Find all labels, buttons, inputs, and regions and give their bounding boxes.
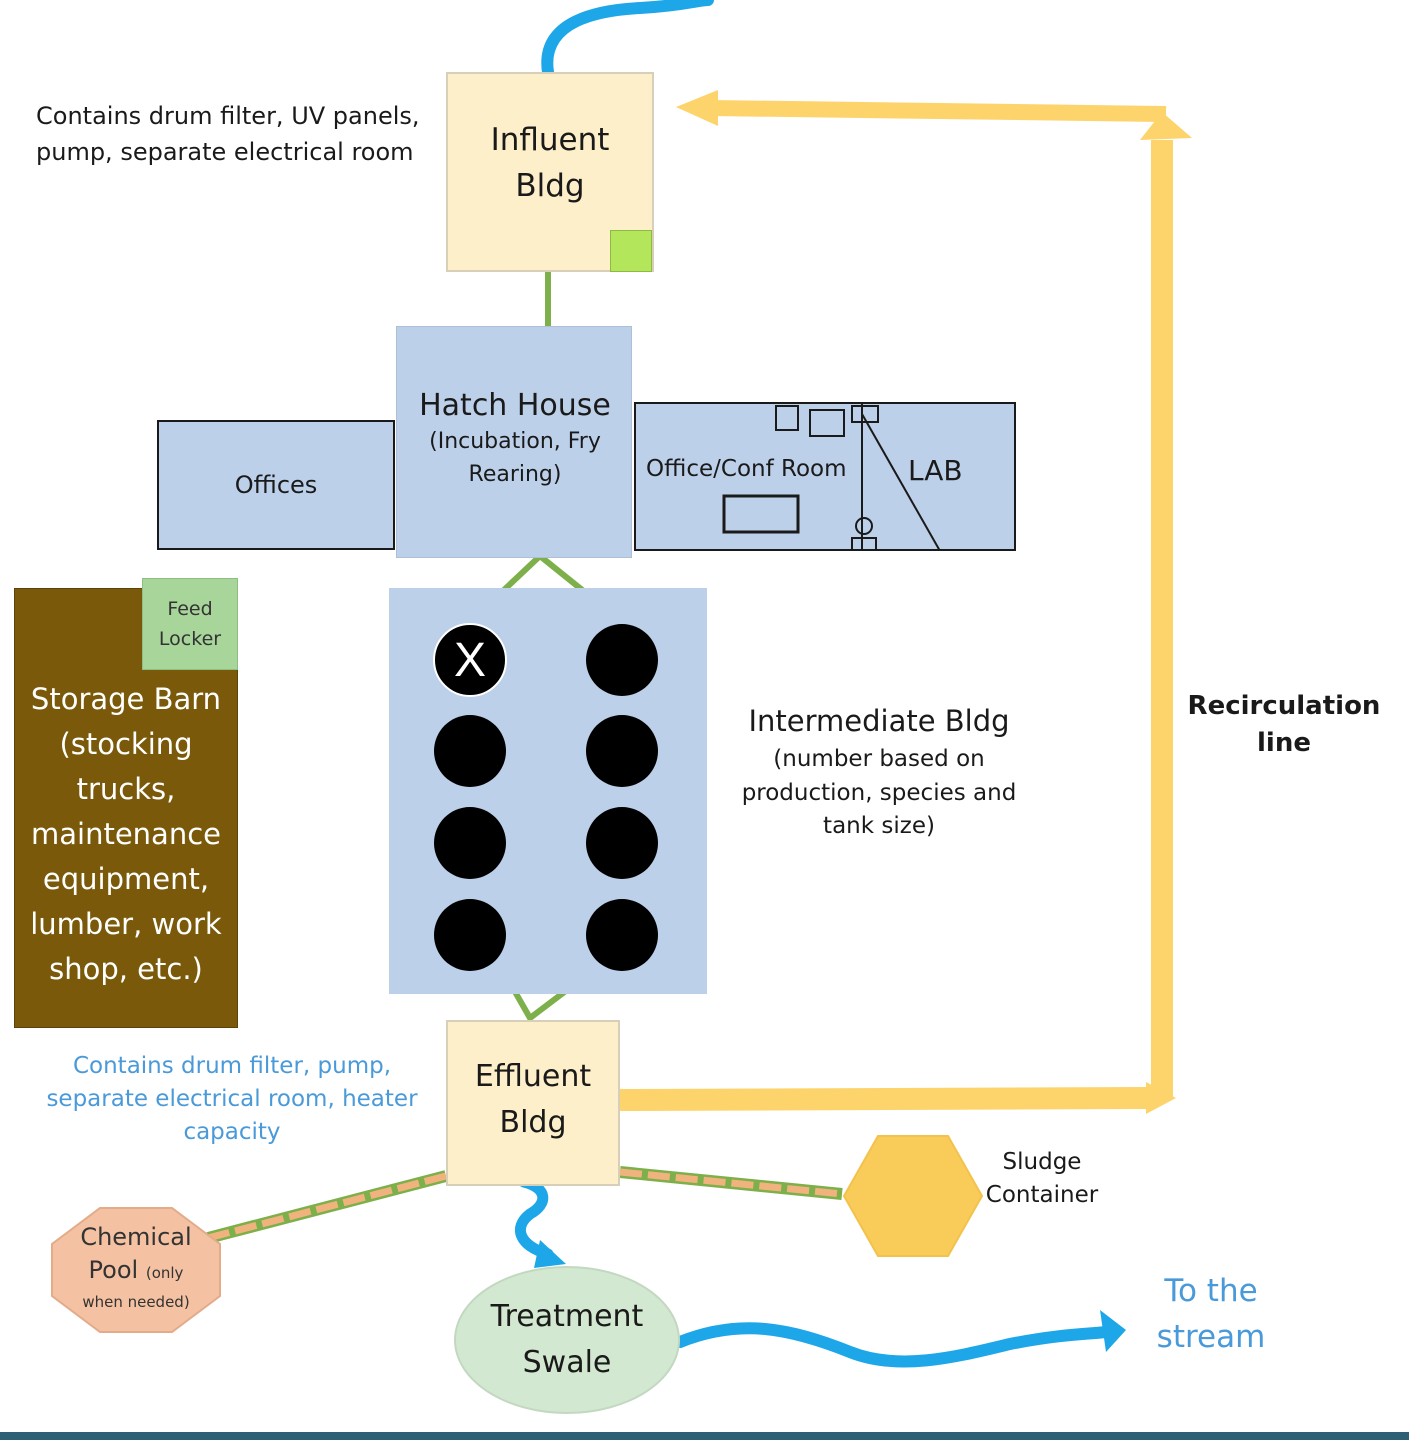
stream-label-line2: stream	[1156, 1319, 1266, 1355]
chemical-pool-label: Chemical Pool (only when needed)	[50, 1220, 222, 1315]
recirculation-label-line2: line	[1257, 728, 1311, 758]
influent-note-line2: pump, separate electrical room	[36, 138, 414, 166]
stream-label-line1: To the	[1164, 1273, 1258, 1309]
intermediate-title: Intermediate Bldg	[748, 704, 1010, 738]
effluent-note-line2: separate electrical room, heater	[46, 1086, 418, 1112]
tank-marked-x	[433, 623, 507, 697]
influent-electrical-room	[610, 230, 652, 272]
feed-locker-line1: Feed	[167, 598, 213, 620]
chemical-pool-pipe	[206, 1170, 448, 1244]
intermediate-note-line3: tank size)	[823, 813, 935, 839]
storage-barn-line5: equipment,	[42, 862, 210, 896]
offices-building: Offices	[157, 420, 395, 550]
feed-locker: Feed Locker	[142, 578, 238, 670]
hatch-label-line1: Hatch House	[419, 388, 611, 423]
storage-barn-label: Storage Barn (stocking trucks, maintenan…	[15, 677, 237, 992]
stream-label: To the stream	[1140, 1268, 1282, 1360]
intermediate-label: Intermediate Bldg (number based on produ…	[726, 700, 1032, 842]
effluent-swale-arrowhead	[534, 1240, 566, 1268]
bottom-border	[0, 1432, 1409, 1440]
offices-label: Offices	[234, 471, 318, 499]
intermediate-note-line2: production, species and	[741, 780, 1017, 806]
influent-label-line2: Bldg	[515, 168, 585, 204]
storage-barn-line7: shop, etc.)	[49, 952, 203, 986]
storage-barn-line2: (stocking	[59, 727, 193, 761]
sludge-label-line1: Sludge	[1002, 1149, 1082, 1175]
tank-array: X	[433, 623, 658, 971]
intermediate-note-line1: (number based on	[773, 746, 985, 772]
recirculation-line	[619, 90, 1192, 1114]
sludge-pipe	[619, 1166, 843, 1200]
chemical-pool-line1: Chemical	[80, 1223, 192, 1251]
office-lab-building: Office/Conf Room LAB	[634, 402, 1016, 551]
recirculation-label: Recirculation line	[1168, 688, 1400, 762]
treatment-swale: Treatment Swale	[454, 1266, 680, 1414]
stream-arrowhead	[1100, 1310, 1126, 1352]
tank-x-marker: X	[454, 634, 486, 687]
recirculation-label-line1: Recirculation	[1187, 691, 1381, 721]
effluent-label-line2: Bldg	[499, 1105, 567, 1140]
hatch-house: Hatch House (Incubation, Fry Rearing)	[396, 326, 632, 558]
storage-barn-line3: trucks,	[76, 772, 176, 806]
tank	[586, 715, 658, 787]
influent-note-line1: Contains drum filter, UV panels,	[36, 102, 420, 130]
hatch-label-line2: (Incubation, Fry	[429, 429, 601, 454]
influent-note: Contains drum filter, UV panels, pump, s…	[36, 98, 436, 170]
swale-stream-water	[674, 1322, 1112, 1368]
tank	[586, 807, 658, 879]
effluent-note: Contains drum filter, pump, separate ele…	[30, 1050, 434, 1149]
sludge-container-shape	[842, 1135, 984, 1257]
effluent-note-line1: Contains drum filter, pump,	[72, 1053, 392, 1079]
chemical-pool-shape	[51, 1207, 221, 1333]
chemical-pool-line2: Pool	[88, 1256, 139, 1284]
intermediate-building: X	[389, 588, 707, 994]
influent-label-line1: Influent	[490, 122, 610, 158]
storage-barn-line4: maintenance	[31, 817, 221, 851]
influent-building: Influent Bldg	[446, 72, 654, 272]
effluent-note-line3: capacity	[183, 1119, 281, 1145]
chemical-pool-line3: when needed)	[82, 1293, 190, 1311]
sludge-label: Sludge Container	[982, 1146, 1102, 1212]
tank	[586, 899, 658, 971]
effluent-building: Effluent Bldg	[446, 1020, 620, 1186]
tank	[434, 899, 506, 971]
swale-label-line2: Swale	[522, 1345, 612, 1380]
effluent-swale-water	[514, 1176, 554, 1260]
feed-locker-line2: Locker	[158, 628, 222, 650]
tank	[434, 715, 506, 787]
office-conf-label: Office/Conf Room	[646, 456, 847, 482]
tank	[586, 624, 658, 696]
sludge-label-line2: Container	[985, 1182, 1099, 1208]
storage-barn-line6: lumber, work	[30, 907, 222, 941]
chemical-pool-small: (only	[145, 1264, 184, 1282]
lab-label: LAB	[908, 454, 963, 487]
storage-barn-line1: Storage Barn	[30, 682, 222, 716]
tank	[434, 807, 506, 879]
incoming-water-line	[541, 0, 714, 78]
effluent-label-line1: Effluent	[474, 1059, 592, 1094]
swale-label-line1: Treatment	[490, 1299, 644, 1334]
hatch-label-line3: Rearing)	[468, 462, 562, 487]
lab-furniture	[722, 404, 941, 551]
